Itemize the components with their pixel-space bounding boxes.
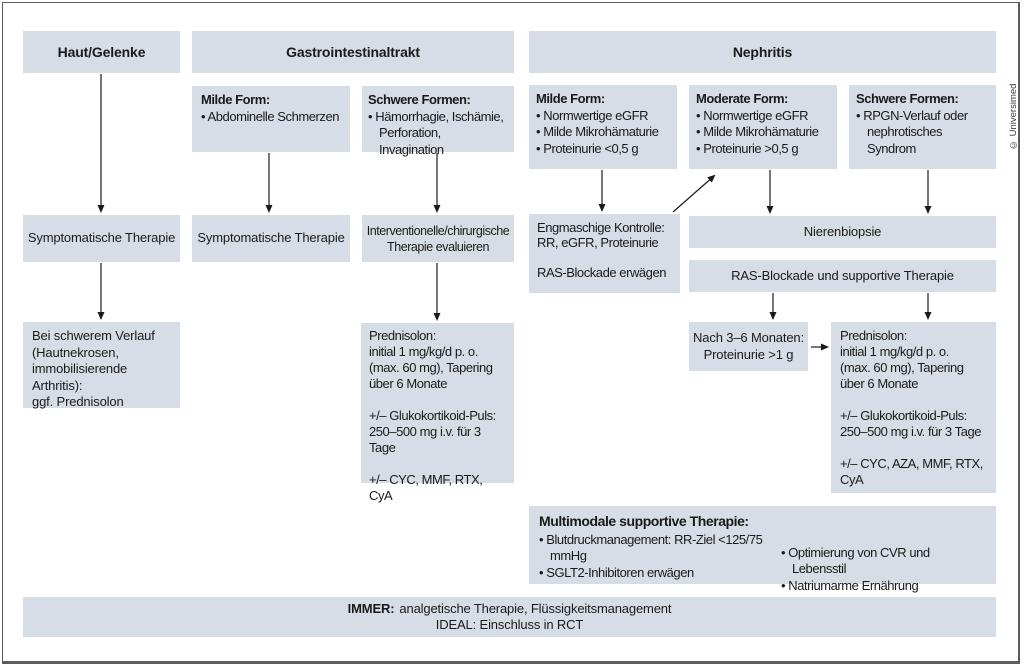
box-title: Schwere Formen: bbox=[368, 92, 471, 107]
ras-blockade-supportive-box: RAS-Blockade und supportive Therapie bbox=[689, 260, 996, 292]
gi-severe-form-box: Schwere Formen: • Hämorrhagie, Ischämie,… bbox=[362, 86, 514, 157]
gi-interventional-therapy-box: Interventionelle/chirurgische Therapie e… bbox=[362, 215, 514, 262]
nephritis-monitoring-box: Engmaschige Kontrolle: RR, eGFR, Protein… bbox=[529, 214, 680, 293]
nephritis-moderate-form-box: Moderate Form: • Normwertige eGFR • Mild… bbox=[689, 85, 837, 169]
supportive-left-column: • Blutdruckmanagement: RR-Ziel <125/75 m… bbox=[539, 532, 777, 595]
box-title: Moderate Form: bbox=[696, 91, 788, 106]
box-title: Multimodale supportive Therapie: bbox=[539, 513, 749, 529]
footer-immer-line: IMMER:analgetische Therapie, Flüssigkeit… bbox=[348, 601, 672, 618]
box-title: Milde Form: bbox=[201, 92, 270, 107]
bullet-item: • Milde Mikrohämaturie bbox=[696, 124, 819, 139]
bullet-item: • Proteinurie >0,5 g bbox=[696, 140, 799, 156]
bullet-item: • Proteinurie <0,5 g bbox=[536, 140, 639, 156]
gi-symptomatic-therapy-box: Symptomatische Therapie bbox=[192, 215, 350, 262]
footer-ideal-line: IDEAL: Einschluss in RCT bbox=[435, 617, 584, 632]
box-title: Milde Form: bbox=[536, 91, 605, 106]
bullet-item: • Abdominelle Schmerzen bbox=[201, 108, 340, 124]
bullet-item: • RPGN-Verlauf oder nephrotisches Syndro… bbox=[856, 107, 968, 156]
skin-severe-course-box: Bei schwerem Verlauf (Hautnekrosen, immo… bbox=[23, 322, 180, 409]
bullet-item: • Hämorrhagie, Ischämie, Perforation, In… bbox=[368, 108, 504, 157]
bullet-item: • SGLT2-Inhibitoren erwägen bbox=[539, 564, 694, 580]
nephritis-prednisolon-box: Prednisolon: initial 1 mg/kg/d p. o. (ma… bbox=[831, 322, 996, 493]
header-skin-joints: Haut/Gelenke bbox=[23, 31, 180, 73]
footer-immer-label: IMMER: bbox=[347, 600, 395, 616]
nephritis-severe-form-box: Schwere Formen: • RPGN-Verlauf oder neph… bbox=[849, 85, 996, 169]
skin-symptomatic-therapy-box: Symptomatische Therapie bbox=[23, 215, 180, 262]
bullet-item: • Natriumarme Ernährung bbox=[781, 577, 919, 593]
header-nephritis: Nephritis bbox=[529, 31, 996, 73]
header-gastrointestinal: Gastrointestinaltrakt bbox=[192, 31, 514, 73]
copyright-label: © Universimed bbox=[1008, 83, 1019, 150]
bullet-item: • Normwertige eGFR bbox=[536, 107, 649, 123]
after-3-6-months-box: Nach 3–6 Monaten: Proteinurie >1 g bbox=[689, 322, 808, 371]
multimodal-supportive-therapy-box: Multimodale supportive Therapie: • Blutd… bbox=[529, 506, 996, 593]
kidney-biopsy-box: Nierenbiopsie bbox=[689, 216, 996, 248]
supportive-right-column: • Optimierung von CVR und Lebensstil • N… bbox=[777, 532, 986, 595]
bullet-item: • Blutdruckmanagement: RR-Ziel <125/75 m… bbox=[539, 531, 763, 564]
nephritis-mild-form-box: Milde Form: • Normwertige eGFR • Milde M… bbox=[529, 85, 677, 169]
bullet-item: • Milde Mikrohämaturie bbox=[536, 124, 659, 139]
bullet-item: • Normwertige eGFR bbox=[696, 107, 809, 123]
supportive-columns: • Blutdruckmanagement: RR-Ziel <125/75 m… bbox=[539, 532, 986, 595]
footer-always-ideal-bar: IMMER:analgetische Therapie, Flüssigkeit… bbox=[23, 597, 996, 637]
gi-mild-form-box: Milde Form: • Abdominelle Schmerzen bbox=[192, 86, 350, 152]
bullet-item: • Optimierung von CVR und Lebensstil bbox=[781, 544, 930, 577]
gi-prednisolon-box: Prednisolon: initial 1 mg/kg/d p. o. (ma… bbox=[361, 323, 514, 503]
box-title: Schwere Formen: bbox=[856, 91, 959, 106]
footer-immer-text: analgetische Therapie, Flüssigkeitsmanag… bbox=[399, 600, 672, 616]
